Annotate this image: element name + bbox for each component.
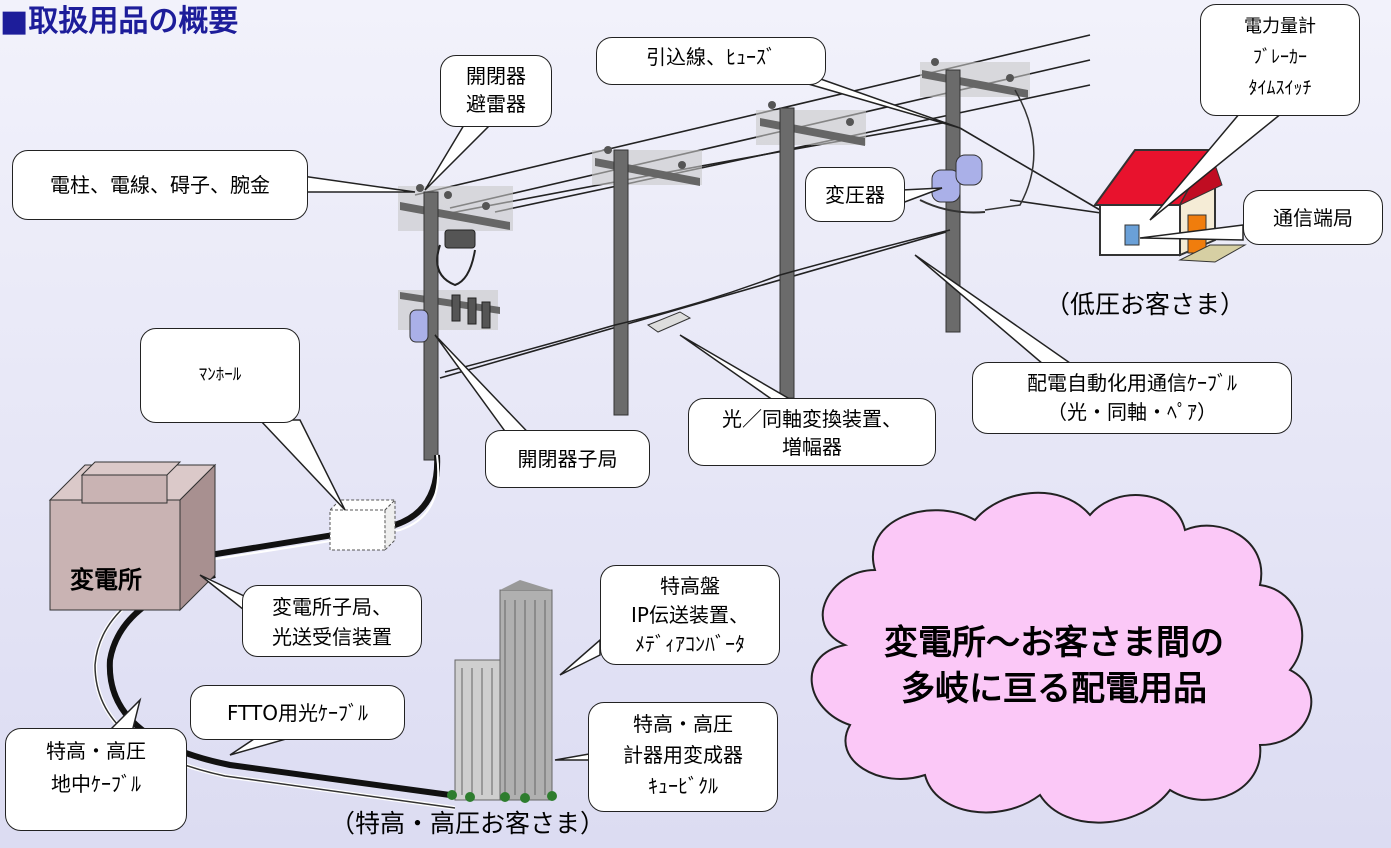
- callout-pointers: [98, 69, 1285, 761]
- comm-cable: [444, 229, 951, 373]
- callout-underground: 特高・高圧 地中ｹｰﾌﾞﾙ: [5, 728, 187, 831]
- cloud-text: 変電所～お客さま間の 多岐に亘る配電用品: [884, 623, 1224, 709]
- callout-cable: 配電自動化用通信ｹｰﾌﾞﾙ （光・同軸・ﾍﾟｱ）: [972, 362, 1292, 434]
- converter-box: [646, 311, 692, 333]
- page-title: ■取扱用品の概要: [0, 4, 239, 39]
- callout-service: 引込線、ﾋｭｰｽﾞ: [596, 37, 826, 85]
- callout-special-panel: 特高盤 IP伝送装置、 ﾒﾃﾞｨｱｺﾝﾊﾞｰﾀ: [600, 565, 780, 665]
- manhole-box: [328, 498, 397, 552]
- house: [1093, 148, 1247, 263]
- insulators: [416, 58, 1014, 210]
- callout-transformer: 変圧器: [805, 167, 905, 222]
- high-rise-buildings: [447, 580, 557, 803]
- cloud-shape: [810, 491, 1313, 824]
- meter-box: [1124, 224, 1140, 246]
- callout-ftto: FTTO用光ｹｰﾌﾞﾙ: [190, 685, 405, 740]
- label-hv-customer: （特高・高圧お客さま）: [330, 809, 606, 838]
- callout-pole: 電柱、電線、碍子、腕金: [12, 150, 308, 220]
- service-drop: [984, 89, 1035, 211]
- callout-switch-station: 開閉器子局: [485, 430, 650, 488]
- callout-transformer-hv: 特高・高圧 計器用変成器 ｷｭｰﾋﾞｸﾙ: [588, 702, 778, 812]
- callout-substation-sub: 変電所子局、 光送受信装置: [242, 585, 422, 657]
- callout-comm-terminal: 通信端局: [1243, 190, 1383, 245]
- callout-meter: 電力量計 ﾌﾞﾚｰｶｰ ﾀｲﾑｽｲｯﾁ: [1200, 4, 1360, 116]
- pole-transformers: [409, 154, 983, 343]
- label-low-voltage: （低圧お客さま）: [1045, 290, 1246, 319]
- substation-building: [48, 461, 217, 612]
- pole-switchgear: [436, 229, 491, 329]
- callout-converter: 光／同軸変換装置、 増幅器: [688, 398, 936, 466]
- callout-switch: 開閉器 避雷器: [440, 55, 552, 127]
- transformer-lead: [919, 199, 986, 214]
- callout-manhole: ﾏﾝﾎｰﾙ: [140, 328, 300, 423]
- label-substation: 変電所: [70, 566, 142, 594]
